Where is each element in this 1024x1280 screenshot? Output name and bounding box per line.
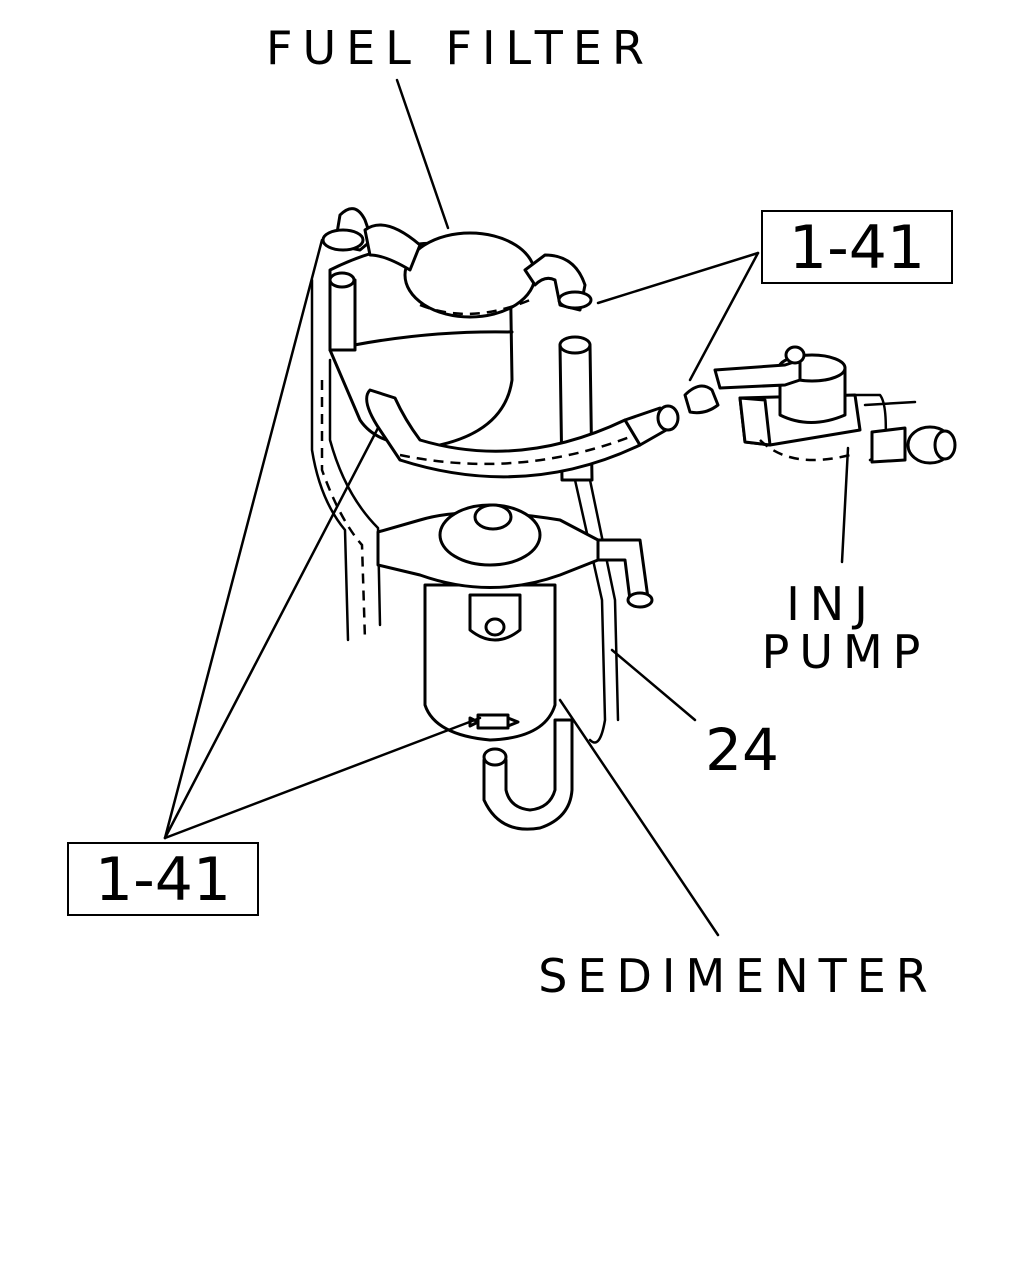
ref-upper-label: 1-41: [789, 213, 925, 283]
sedimenter: [376, 503, 654, 831]
fuel-hose-to-pump: [365, 384, 720, 479]
leader-ref-lower-c: [163, 716, 482, 840]
part-number-label: 24: [705, 716, 779, 784]
fuel-filter-label: FUEL FILTER: [266, 21, 654, 75]
injection-pump: [713, 345, 957, 465]
leader-inj-pump: [840, 446, 850, 564]
leader-ref-upper-b: [688, 251, 760, 382]
leader-sedimenter: [558, 698, 720, 937]
ref-lower-label: 1-41: [95, 845, 231, 915]
fuel-filter: [321, 207, 593, 448]
return-lines: [310, 278, 382, 642]
ref-box-lower: 1-41: [67, 842, 259, 916]
inj-pump-label-line2: PUMP: [762, 625, 931, 679]
ref-box-upper: 1-41: [761, 210, 953, 284]
leader-ref-lower-a: [163, 238, 324, 840]
leader-lines: [163, 78, 850, 937]
leader-ref-lower-b: [163, 426, 380, 840]
leader-ref-upper-a: [596, 251, 760, 305]
leader-fuel-filter: [395, 78, 450, 230]
sedimenter-label: SEDIMENTER: [538, 949, 938, 1003]
leader-part-24: [610, 648, 697, 722]
inj-pump-label-line1: INJ: [786, 577, 878, 631]
